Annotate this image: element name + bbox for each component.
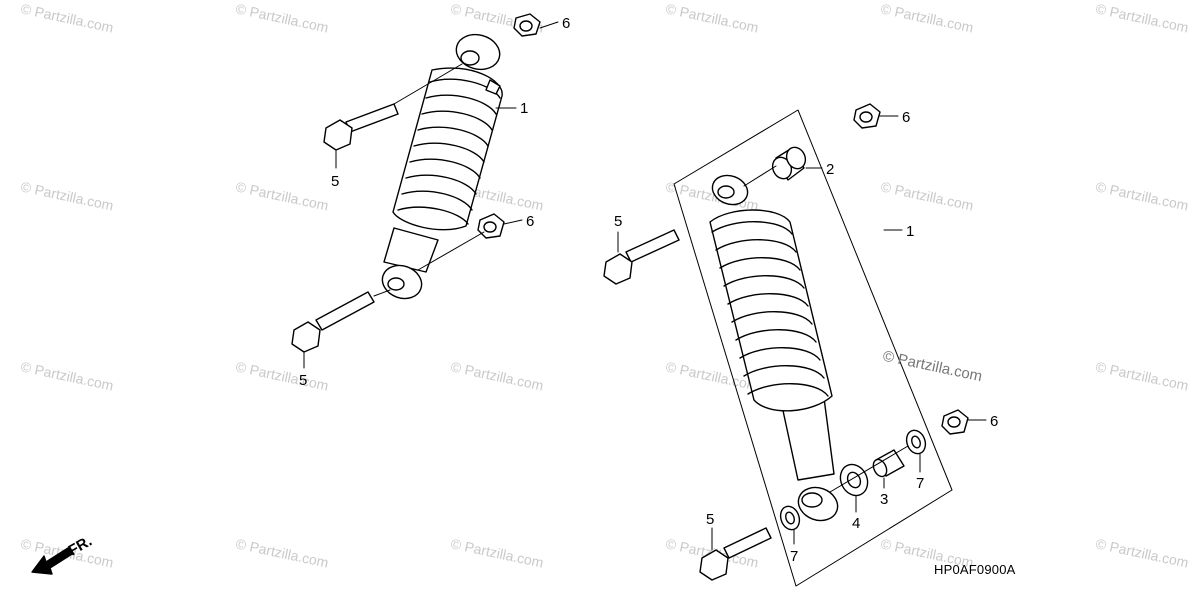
right-lower-seal-outer (905, 429, 927, 455)
right-upper-bolt (603, 229, 680, 285)
callout-right-lower-seal-outer: 7 (916, 475, 924, 492)
callout-right-upper-bushing: 2 (826, 161, 834, 178)
front-direction-arrow-icon (31, 547, 73, 575)
callout-right-lower-seal-inner: 7 (790, 548, 798, 565)
callout-right-lower-nut: 6 (990, 413, 998, 430)
right-lower-bushing (839, 463, 869, 497)
right-upper-bushing (771, 146, 807, 181)
callout-left-lower-nut: 6 (526, 213, 534, 230)
right-lower-seal-inner (779, 505, 801, 531)
callout-right-lower-bushing: 4 (852, 515, 860, 532)
left-upper-bolt (323, 103, 399, 151)
callout-left-lower-bolt: 5 (299, 372, 307, 389)
callout-right-shock: 1 (906, 223, 914, 240)
left-upper-nut (513, 13, 541, 37)
right-assembly-frame (673, 109, 953, 587)
callout-right-upper-bolt: 5 (614, 213, 622, 230)
right-upper-nut (853, 103, 881, 129)
left-shock-absorber (381, 33, 503, 300)
right-lower-nut (941, 409, 969, 435)
right-shock-absorber (709, 174, 839, 522)
right-lower-bolt (699, 527, 772, 581)
left-lower-nut (477, 213, 505, 239)
callout-left-shock: 1 (520, 100, 528, 117)
left-lower-bolt (291, 291, 375, 353)
diagram-code: HP0AF0900A (934, 562, 1016, 577)
callout-right-upper-nut: 6 (902, 109, 910, 126)
right-lower-collar (872, 449, 905, 478)
callout-left-upper-nut: 6 (562, 15, 570, 32)
callout-right-lower-collar: 3 (880, 491, 888, 508)
callout-right-lower-bolt: 5 (706, 511, 714, 528)
callout-left-upper-bolt: 5 (331, 173, 339, 190)
